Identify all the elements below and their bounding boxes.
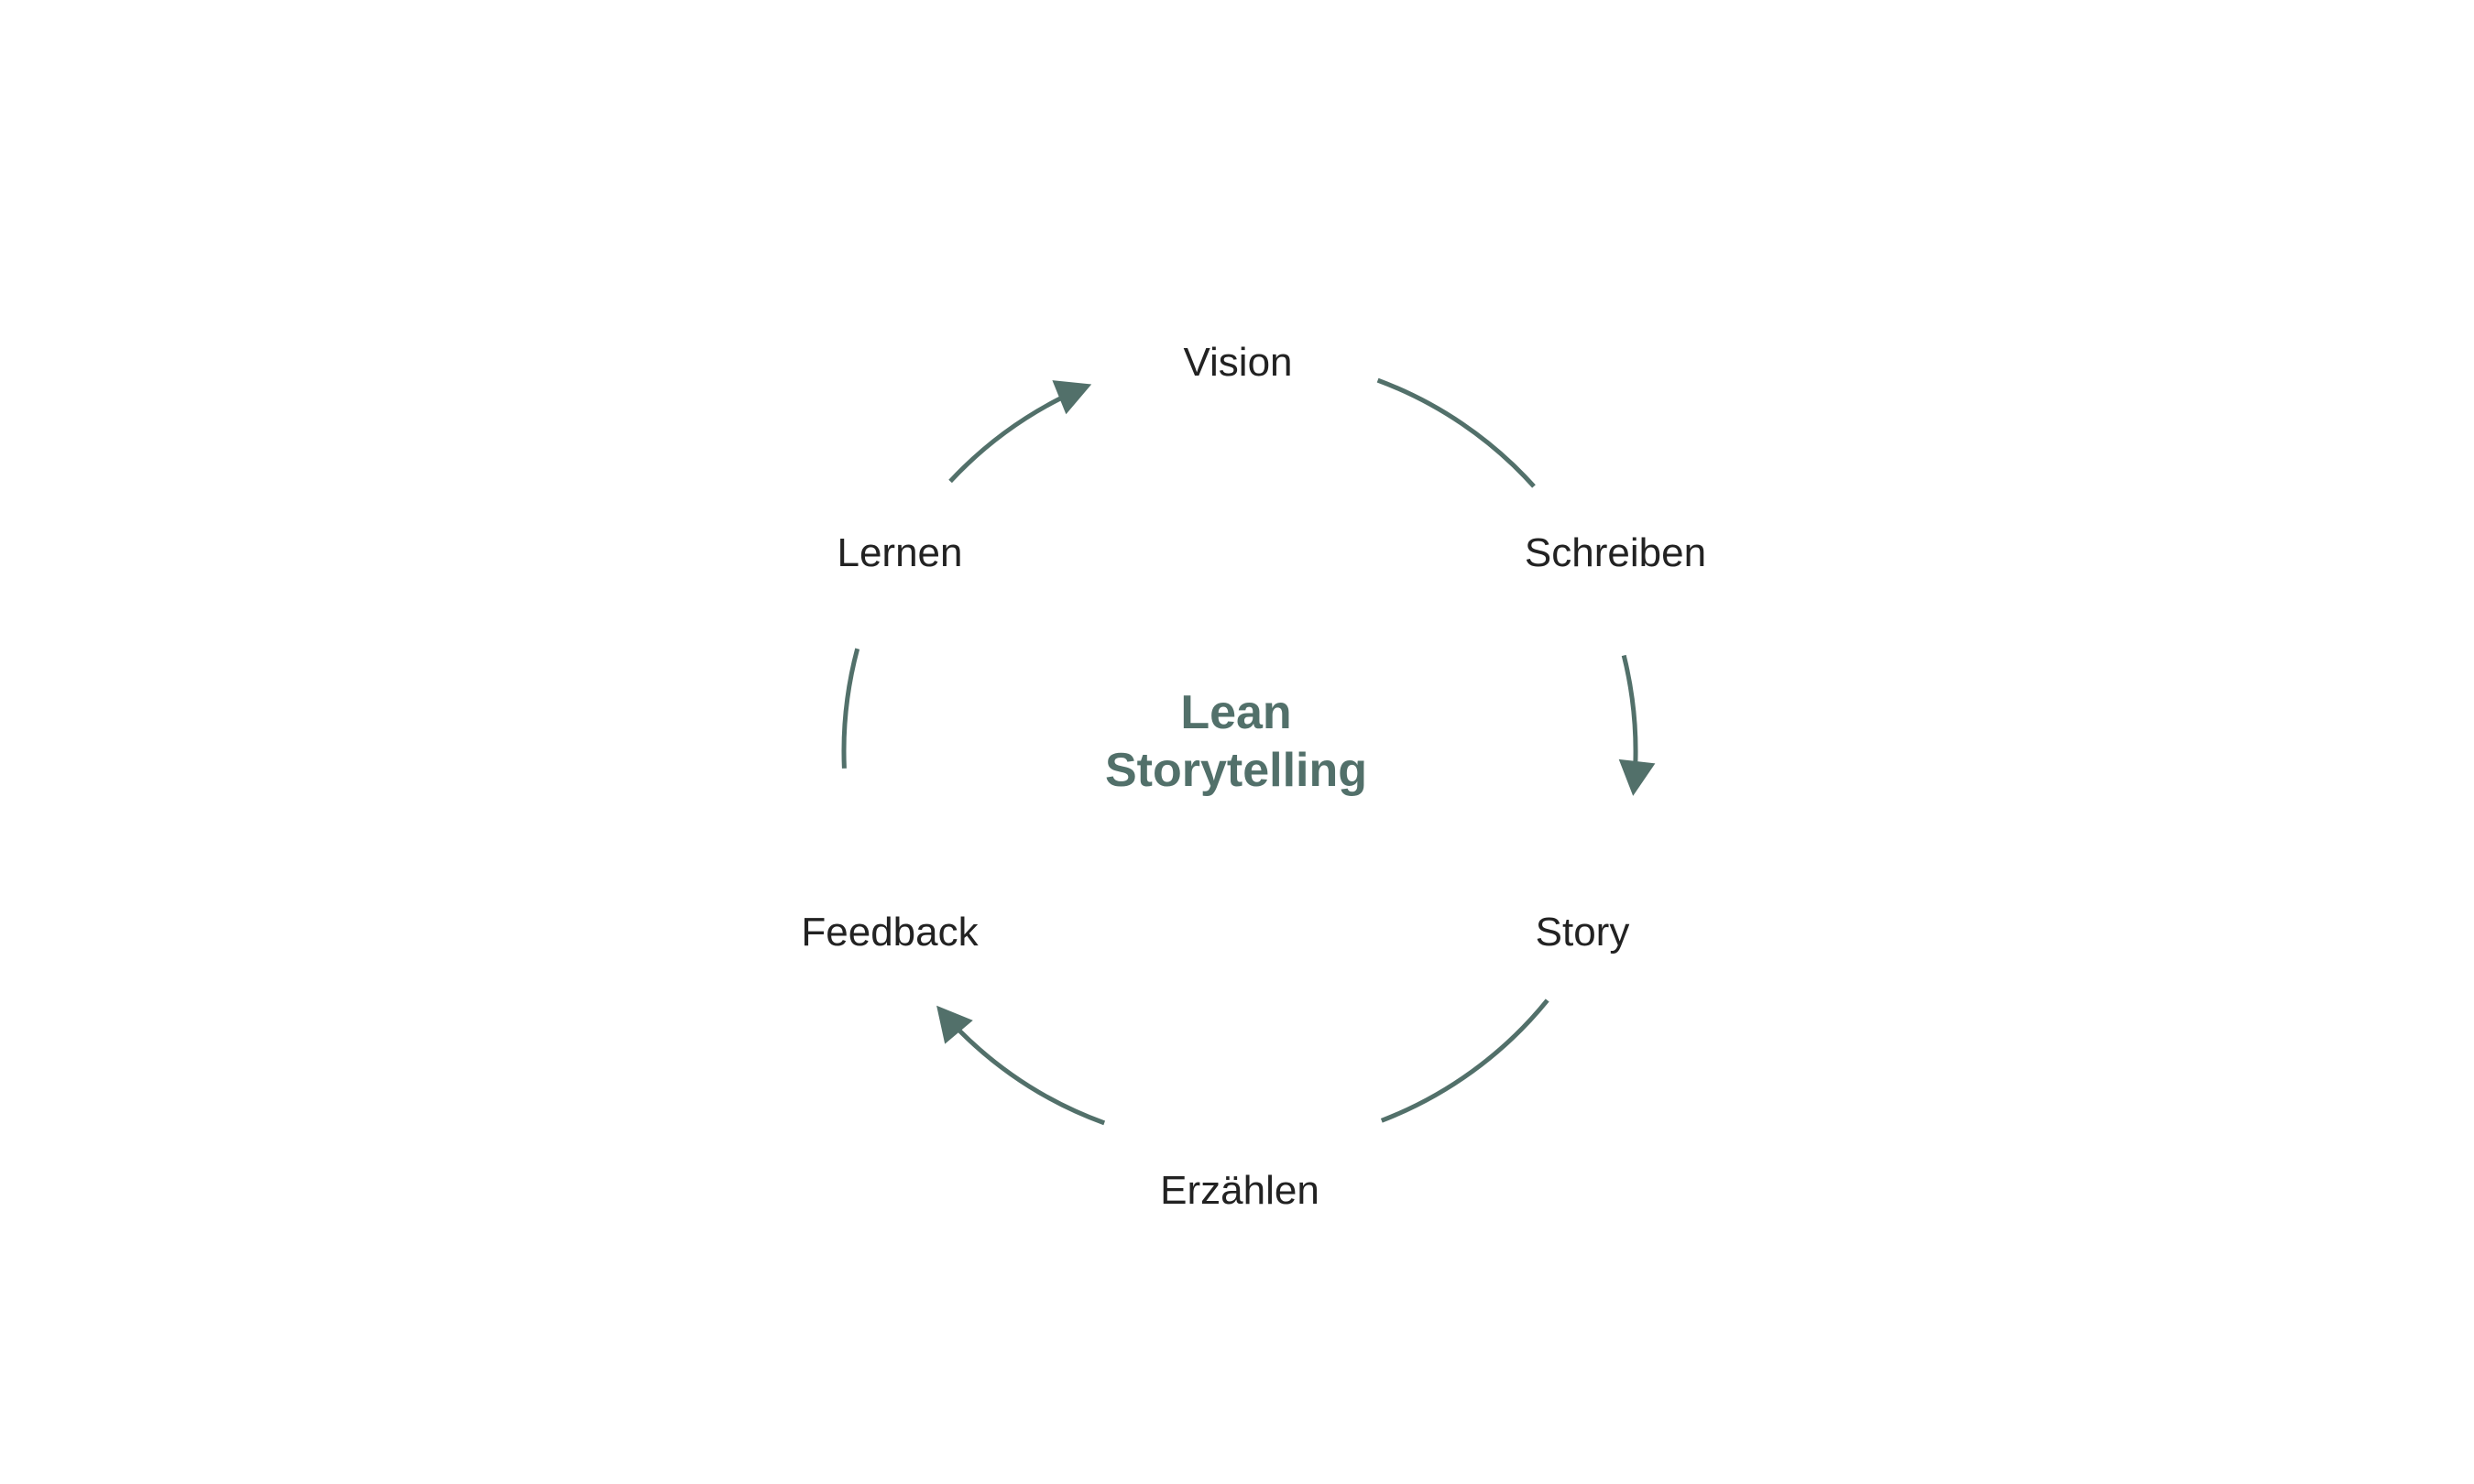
- center-title-line-1: Lean: [1180, 686, 1291, 739]
- node-schreiben: Schreiben: [1525, 530, 1706, 575]
- node-story: Story: [1536, 910, 1630, 955]
- center-title-line-2: Storytelling: [1105, 744, 1367, 797]
- arrowhead-icon-feedback: [936, 1005, 973, 1044]
- edge-story-to-erzaehlen: [1380, 998, 1549, 1123]
- node-lernen: Lernen: [837, 530, 962, 575]
- edge-lernen-to-vision: [948, 396, 1062, 484]
- node-erzaehlen: Erzählen: [1160, 1168, 1319, 1213]
- arrowhead-icon-story: [1618, 758, 1656, 796]
- edge-schreiben-to-story: [1621, 654, 1638, 762]
- node-vision: Vision: [1183, 340, 1292, 385]
- edge-feedback-to-lernen: [841, 648, 860, 769]
- edge-vision-to-schreiben: [1376, 377, 1536, 488]
- edge-erzaehlen-to-feedback: [958, 1029, 1106, 1126]
- cycle-edges: [841, 377, 1656, 1126]
- arrowhead-icon-vision: [1052, 380, 1092, 415]
- node-feedback: Feedback: [801, 910, 979, 955]
